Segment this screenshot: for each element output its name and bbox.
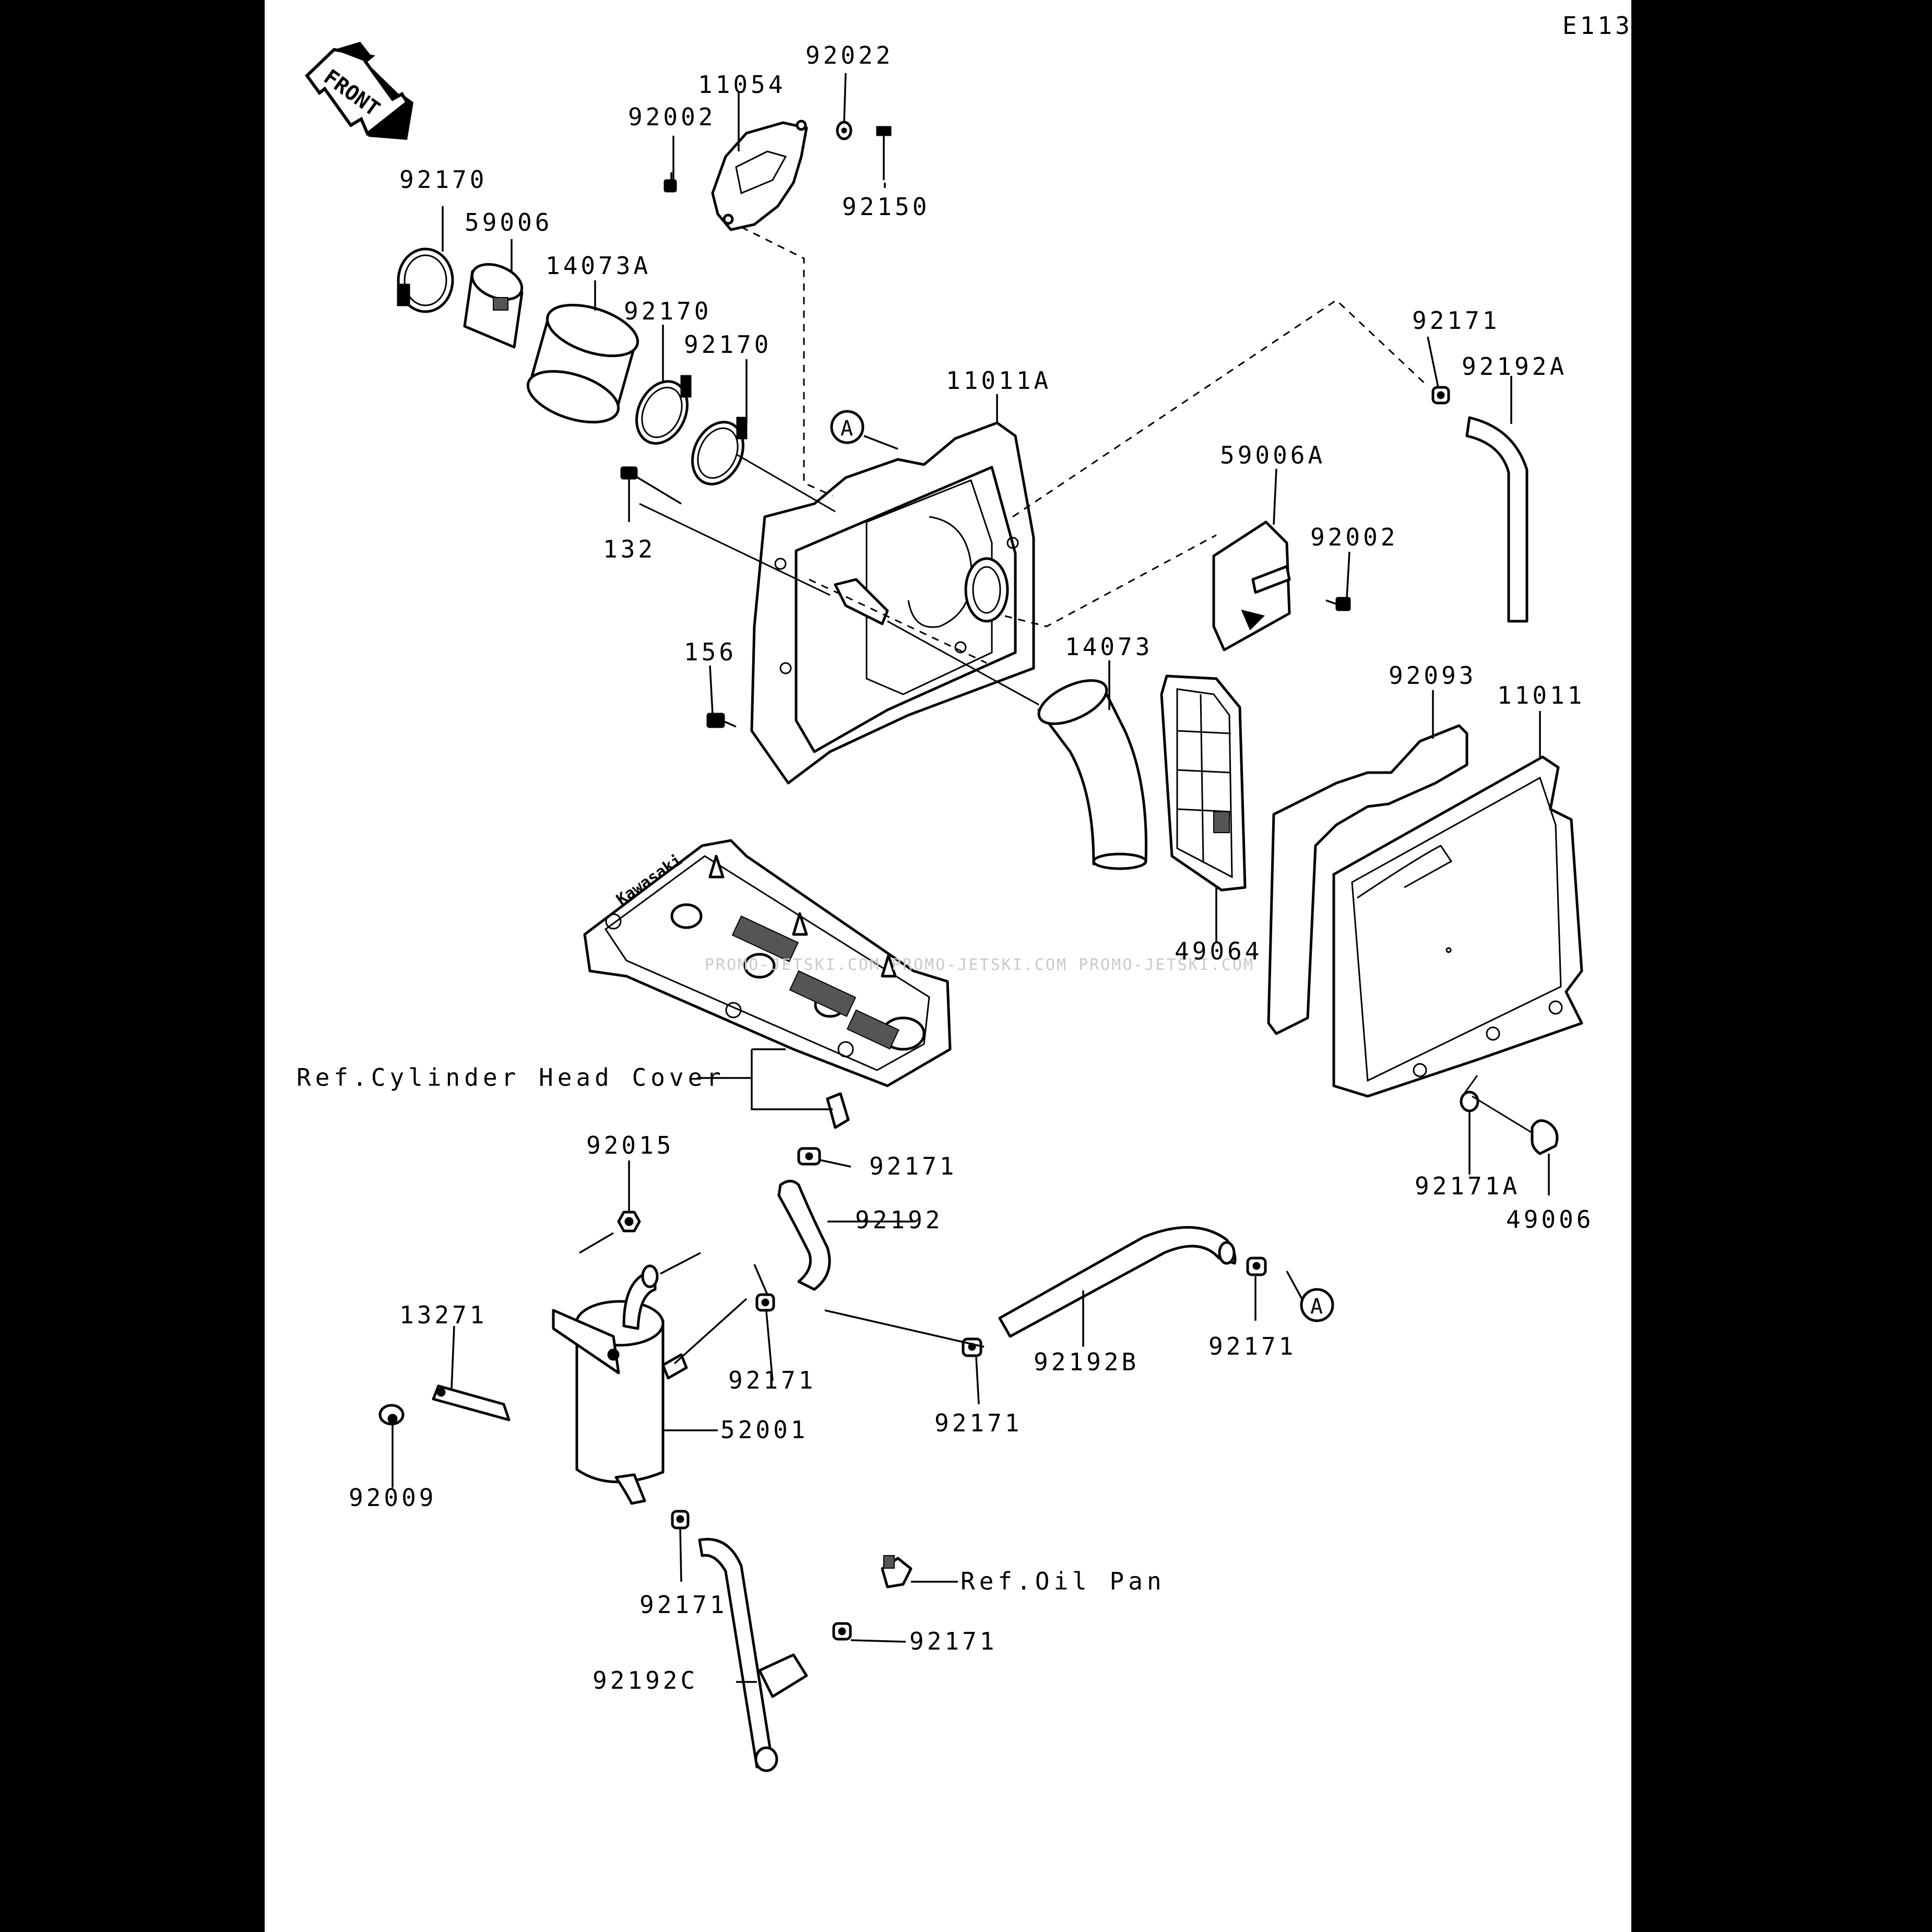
callout-a-top: A: [830, 410, 864, 444]
label-11011A: 11011A: [946, 366, 1051, 395]
duct-14073A: [526, 303, 639, 424]
label-92192B: 92192B: [1034, 1348, 1139, 1376]
clamp-92171-low: [671, 1510, 690, 1530]
label-11054: 11054: [698, 70, 786, 99]
callout-a-bottom: A: [1300, 1288, 1334, 1322]
clamp-92170-c: [691, 417, 748, 485]
fitting-head-cover: [826, 1092, 850, 1129]
label-92150: 92150: [842, 193, 930, 221]
clamp-92171-a: [1246, 1257, 1267, 1276]
label-92171-b: 92171: [934, 1409, 1022, 1437]
label-92002-right: 92002: [1310, 523, 1398, 551]
cylinder-head-cover: Kawasaki: [583, 839, 952, 1087]
label-11011: 11011: [1497, 681, 1585, 709]
bolt-156: [706, 713, 737, 728]
label-49006: 49006: [1506, 1205, 1594, 1234]
separator-tank-52001: [552, 1264, 688, 1505]
label-13271: 13271: [399, 1301, 487, 1329]
label-92170-b: 92170: [624, 297, 712, 325]
cover-11011: [1332, 755, 1583, 1098]
label-92171-a: 92171: [1208, 1332, 1296, 1360]
label-14073: 14073: [1065, 633, 1153, 661]
clamp-92171-mid: [797, 1147, 821, 1166]
label-92171-low: 92171: [639, 1591, 727, 1619]
label-49064: 49064: [1175, 937, 1262, 965]
label-92022: 92022: [805, 41, 893, 69]
svg-text:A: A: [1310, 1295, 1323, 1319]
screen-49064: [1160, 674, 1247, 892]
dashed-assembly-lines: [639, 226, 1533, 1134]
stay-13271: [432, 1384, 511, 1421]
label-52001: 52001: [720, 1416, 808, 1444]
label-92171-mid: 92171: [869, 1152, 957, 1180]
leader-lines: [392, 73, 1550, 1683]
label-132: 132: [603, 535, 656, 563]
clamp-92170-b: [635, 375, 692, 445]
airbox-11011A: [750, 421, 1035, 785]
fitting-oil-pan: [881, 1555, 912, 1589]
plate-59006A: [1212, 520, 1291, 651]
label-14073A: 14073A: [546, 252, 651, 280]
label-92009: 92009: [349, 1484, 436, 1512]
label-92002-top: 92002: [628, 103, 716, 131]
label-92171-tank: 92171: [728, 1366, 816, 1394]
front-arrow-icon: FRONT: [305, 42, 413, 140]
label-92192C: 92192C: [592, 1666, 698, 1694]
bolt-92002-top: [663, 172, 677, 193]
label-ref-cylinder-head-cover: Ref.Cylinder Head Cover: [297, 1063, 725, 1092]
clamp-92171-oil: [832, 1622, 852, 1641]
label-92171-top: 92171: [1412, 306, 1500, 335]
sleeve-59006: [463, 263, 524, 349]
label-92192: 92192: [855, 1206, 943, 1234]
label-ref-oil-pan: Ref.Oil Pan: [961, 1567, 1166, 1595]
clamp-92171A: [1460, 1091, 1479, 1112]
hose-92192A: [1465, 416, 1528, 623]
label-92170-a: 92170: [399, 165, 487, 194]
elbow-14073: [1037, 679, 1147, 870]
hose-92192: [777, 1180, 831, 1291]
clamp-92171-b: [962, 1337, 982, 1357]
label-92015: 92015: [586, 1131, 674, 1159]
clamp-92171-top: [1431, 386, 1450, 405]
bolt-92002-right: [1325, 597, 1351, 611]
label-59006: 59006: [465, 208, 552, 236]
label-92170-c: 92170: [684, 330, 772, 359]
label-92171-oil: 92171: [909, 1627, 997, 1655]
diagram-code: E1130: [1562, 11, 1650, 40]
svg-text:A: A: [840, 417, 853, 441]
bolt-92009: [378, 1404, 405, 1426]
washer-92022: [836, 121, 852, 140]
clamp-92171-tank: [755, 1293, 775, 1312]
bolt-92150: [876, 126, 892, 180]
label-156: 156: [684, 638, 737, 666]
watermark: PROMO-JETSKI.COM PROMO-JETSKI.COM PROMO-…: [705, 956, 1254, 974]
gasket-92093: [1267, 724, 1468, 1035]
cap-49006: [1531, 1119, 1559, 1155]
label-59006A: 59006A: [1220, 441, 1325, 469]
hose-92192B: [998, 1226, 1237, 1338]
nut-92015: [617, 1211, 641, 1232]
label-92171A: 92171A: [1415, 1172, 1520, 1200]
clamp-92170-a: [397, 247, 454, 313]
label-92093: 92093: [1389, 661, 1476, 690]
bolt-132: [620, 466, 682, 505]
bracket-11054: [711, 120, 808, 231]
label-92192A: 92192A: [1462, 352, 1567, 381]
hose-92192C: [698, 1538, 808, 1772]
